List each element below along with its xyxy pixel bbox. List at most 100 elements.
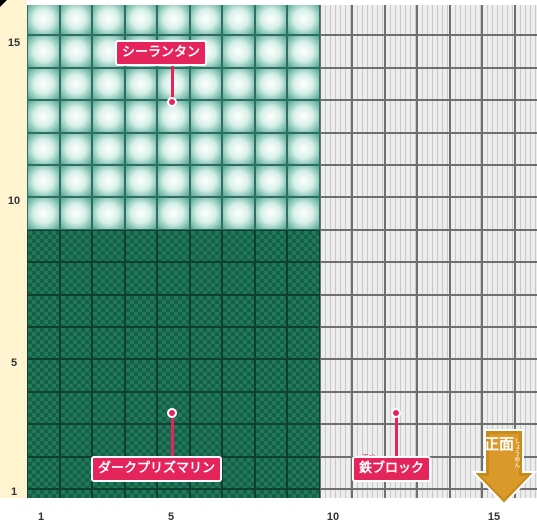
iron-block (384, 35, 417, 68)
iron-block (384, 197, 417, 230)
iron-block (319, 100, 352, 133)
iron-block (514, 100, 537, 133)
dark-prismarine-block (189, 359, 222, 392)
sea-lantern-block (27, 197, 60, 230)
iron-block (352, 327, 385, 360)
dark-prismarine-block (254, 327, 287, 360)
iron-block (482, 391, 515, 425)
sea-lantern-block (287, 197, 320, 230)
iron-block (482, 5, 515, 36)
iron-block (352, 489, 385, 498)
sea-lantern-block (287, 5, 320, 36)
dark-prismarine-block (254, 294, 287, 327)
sea-lantern-block (59, 5, 92, 36)
front-label: 正面 (484, 435, 515, 453)
dark-prismarine-block (157, 327, 190, 360)
dark-prismarine-block (92, 229, 125, 263)
x-tick-1: 1 (37, 511, 45, 523)
iron-block (482, 67, 515, 101)
iron-block-pin-dot (391, 408, 401, 418)
front-ruby: しょうめん (513, 438, 520, 468)
iron-block (417, 132, 450, 165)
iron-block (449, 35, 482, 68)
iron-block (482, 100, 515, 133)
iron-block (417, 35, 450, 68)
x-tick-10: 10 (326, 511, 340, 523)
iron-block (319, 67, 352, 101)
sea-lantern-block (124, 67, 157, 101)
dark-prismarine-block (59, 327, 92, 360)
iron-block (319, 456, 352, 489)
dark-prismarine-block (254, 456, 287, 489)
iron-block (417, 359, 450, 392)
iron-block (319, 424, 352, 457)
iron-block (384, 391, 417, 425)
dark-prismarine-block (254, 424, 287, 457)
dark-prismarine-block (27, 294, 60, 327)
dark-prismarine-block (27, 327, 60, 360)
sea-lantern-block (254, 165, 287, 198)
iron-block (482, 229, 515, 263)
dark-prismarine-block (157, 294, 190, 327)
dark-prismarine-block (27, 456, 60, 489)
iron-block (514, 391, 537, 425)
iron-block (319, 132, 352, 165)
sea-lantern-block (27, 132, 60, 165)
dark-prismarine-block (59, 359, 92, 392)
iron-block (319, 359, 352, 392)
iron-block (319, 197, 352, 230)
iron-block (319, 327, 352, 360)
dark-prismarine-label: ダークプリズマリン (91, 456, 223, 482)
dark-prismarine-block (59, 489, 92, 498)
iron-block (384, 262, 417, 295)
sea-lantern-block (59, 132, 92, 165)
y-tick-15: 15 (7, 37, 21, 49)
sea-lantern-block (189, 67, 222, 101)
sea-lantern-block (157, 5, 190, 36)
dark-prismarine-block (222, 229, 255, 263)
sea-lantern-block (92, 67, 125, 101)
dark-prismarine-block (189, 489, 222, 498)
dark-prismarine-block (287, 327, 320, 360)
iron-block (319, 5, 352, 36)
sea-lantern-block (254, 35, 287, 68)
dark-prismarine-block (287, 359, 320, 392)
dark-prismarine-block (92, 359, 125, 392)
iron-block (514, 262, 537, 295)
iron-block (449, 5, 482, 36)
sea-lantern-block (254, 5, 287, 36)
iron-block (384, 100, 417, 133)
iron-block (352, 197, 385, 230)
iron-block (384, 132, 417, 165)
dark-prismarine-block (27, 391, 60, 425)
dark-prismarine-block (287, 229, 320, 263)
iron-block (319, 489, 352, 498)
dark-prismarine-block (124, 229, 157, 263)
sea-lantern-block (157, 132, 190, 165)
sea-lantern-block (189, 5, 222, 36)
sea-lantern-block (222, 132, 255, 165)
dark-prismarine-block (287, 489, 320, 498)
sea-lantern-block (254, 67, 287, 101)
dark-prismarine-block (157, 359, 190, 392)
iron-block (352, 359, 385, 392)
iron-block (319, 391, 352, 425)
dark-prismarine-block (287, 456, 320, 489)
y-tick-1: 1 (10, 486, 18, 498)
iron-block (514, 327, 537, 360)
iron-block (449, 100, 482, 133)
dark-prismarine-block (92, 262, 125, 295)
dark-prismarine-block (92, 327, 125, 360)
dark-prismarine-block (222, 262, 255, 295)
sea-lantern-block (59, 100, 92, 133)
iron-block-pin-line (395, 414, 398, 458)
dark-prismarine-block (59, 456, 92, 489)
sea-lantern-block (124, 100, 157, 133)
dark-prismarine-block (189, 327, 222, 360)
dark-prismarine-block (92, 294, 125, 327)
sea-lantern-block (27, 35, 60, 68)
iron-block (352, 165, 385, 198)
sea-lantern-block (124, 197, 157, 230)
iron-block (384, 229, 417, 263)
sea-lantern-block (222, 67, 255, 101)
